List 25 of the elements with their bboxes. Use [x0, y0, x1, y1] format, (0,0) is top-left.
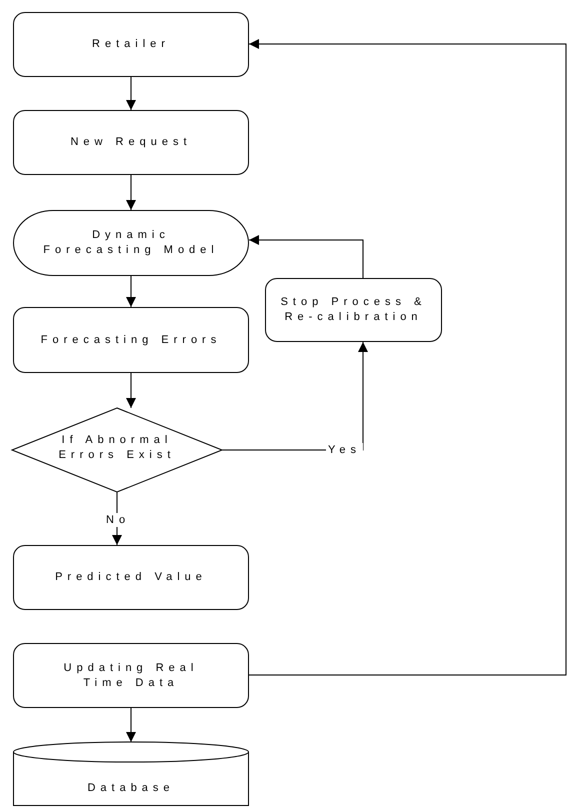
- database-cylinder: [13, 742, 249, 806]
- arrow: [248, 39, 566, 676]
- process-box: [265, 278, 442, 342]
- process-box: [13, 545, 249, 610]
- node-label: If Abnormal Errors Exist: [58, 433, 176, 463]
- node-label: Database: [87, 780, 175, 796]
- process-box: [13, 307, 249, 373]
- arrow: [126, 174, 136, 210]
- node-label: Forecasting Errors: [40, 332, 222, 348]
- node-label: Dynamic Forecasting Model: [42, 228, 220, 258]
- arrow: [126, 708, 136, 742]
- arrow: [126, 276, 136, 308]
- node-label: New Request: [70, 135, 192, 150]
- arrow: [248, 235, 364, 278]
- arrow: [126, 76, 136, 110]
- process-box: [13, 110, 249, 175]
- arrow: [126, 372, 136, 408]
- decision-diamond: [12, 408, 222, 492]
- process-box: [13, 12, 249, 77]
- process-box: [13, 643, 249, 708]
- node-label: Retailer: [92, 37, 170, 52]
- node-label: Stop Process & Re-calibration: [280, 295, 428, 325]
- terminal-shape: [13, 210, 249, 276]
- node-label: Updating Real Time Data: [62, 660, 200, 690]
- node-label: Predicted Value: [55, 570, 207, 585]
